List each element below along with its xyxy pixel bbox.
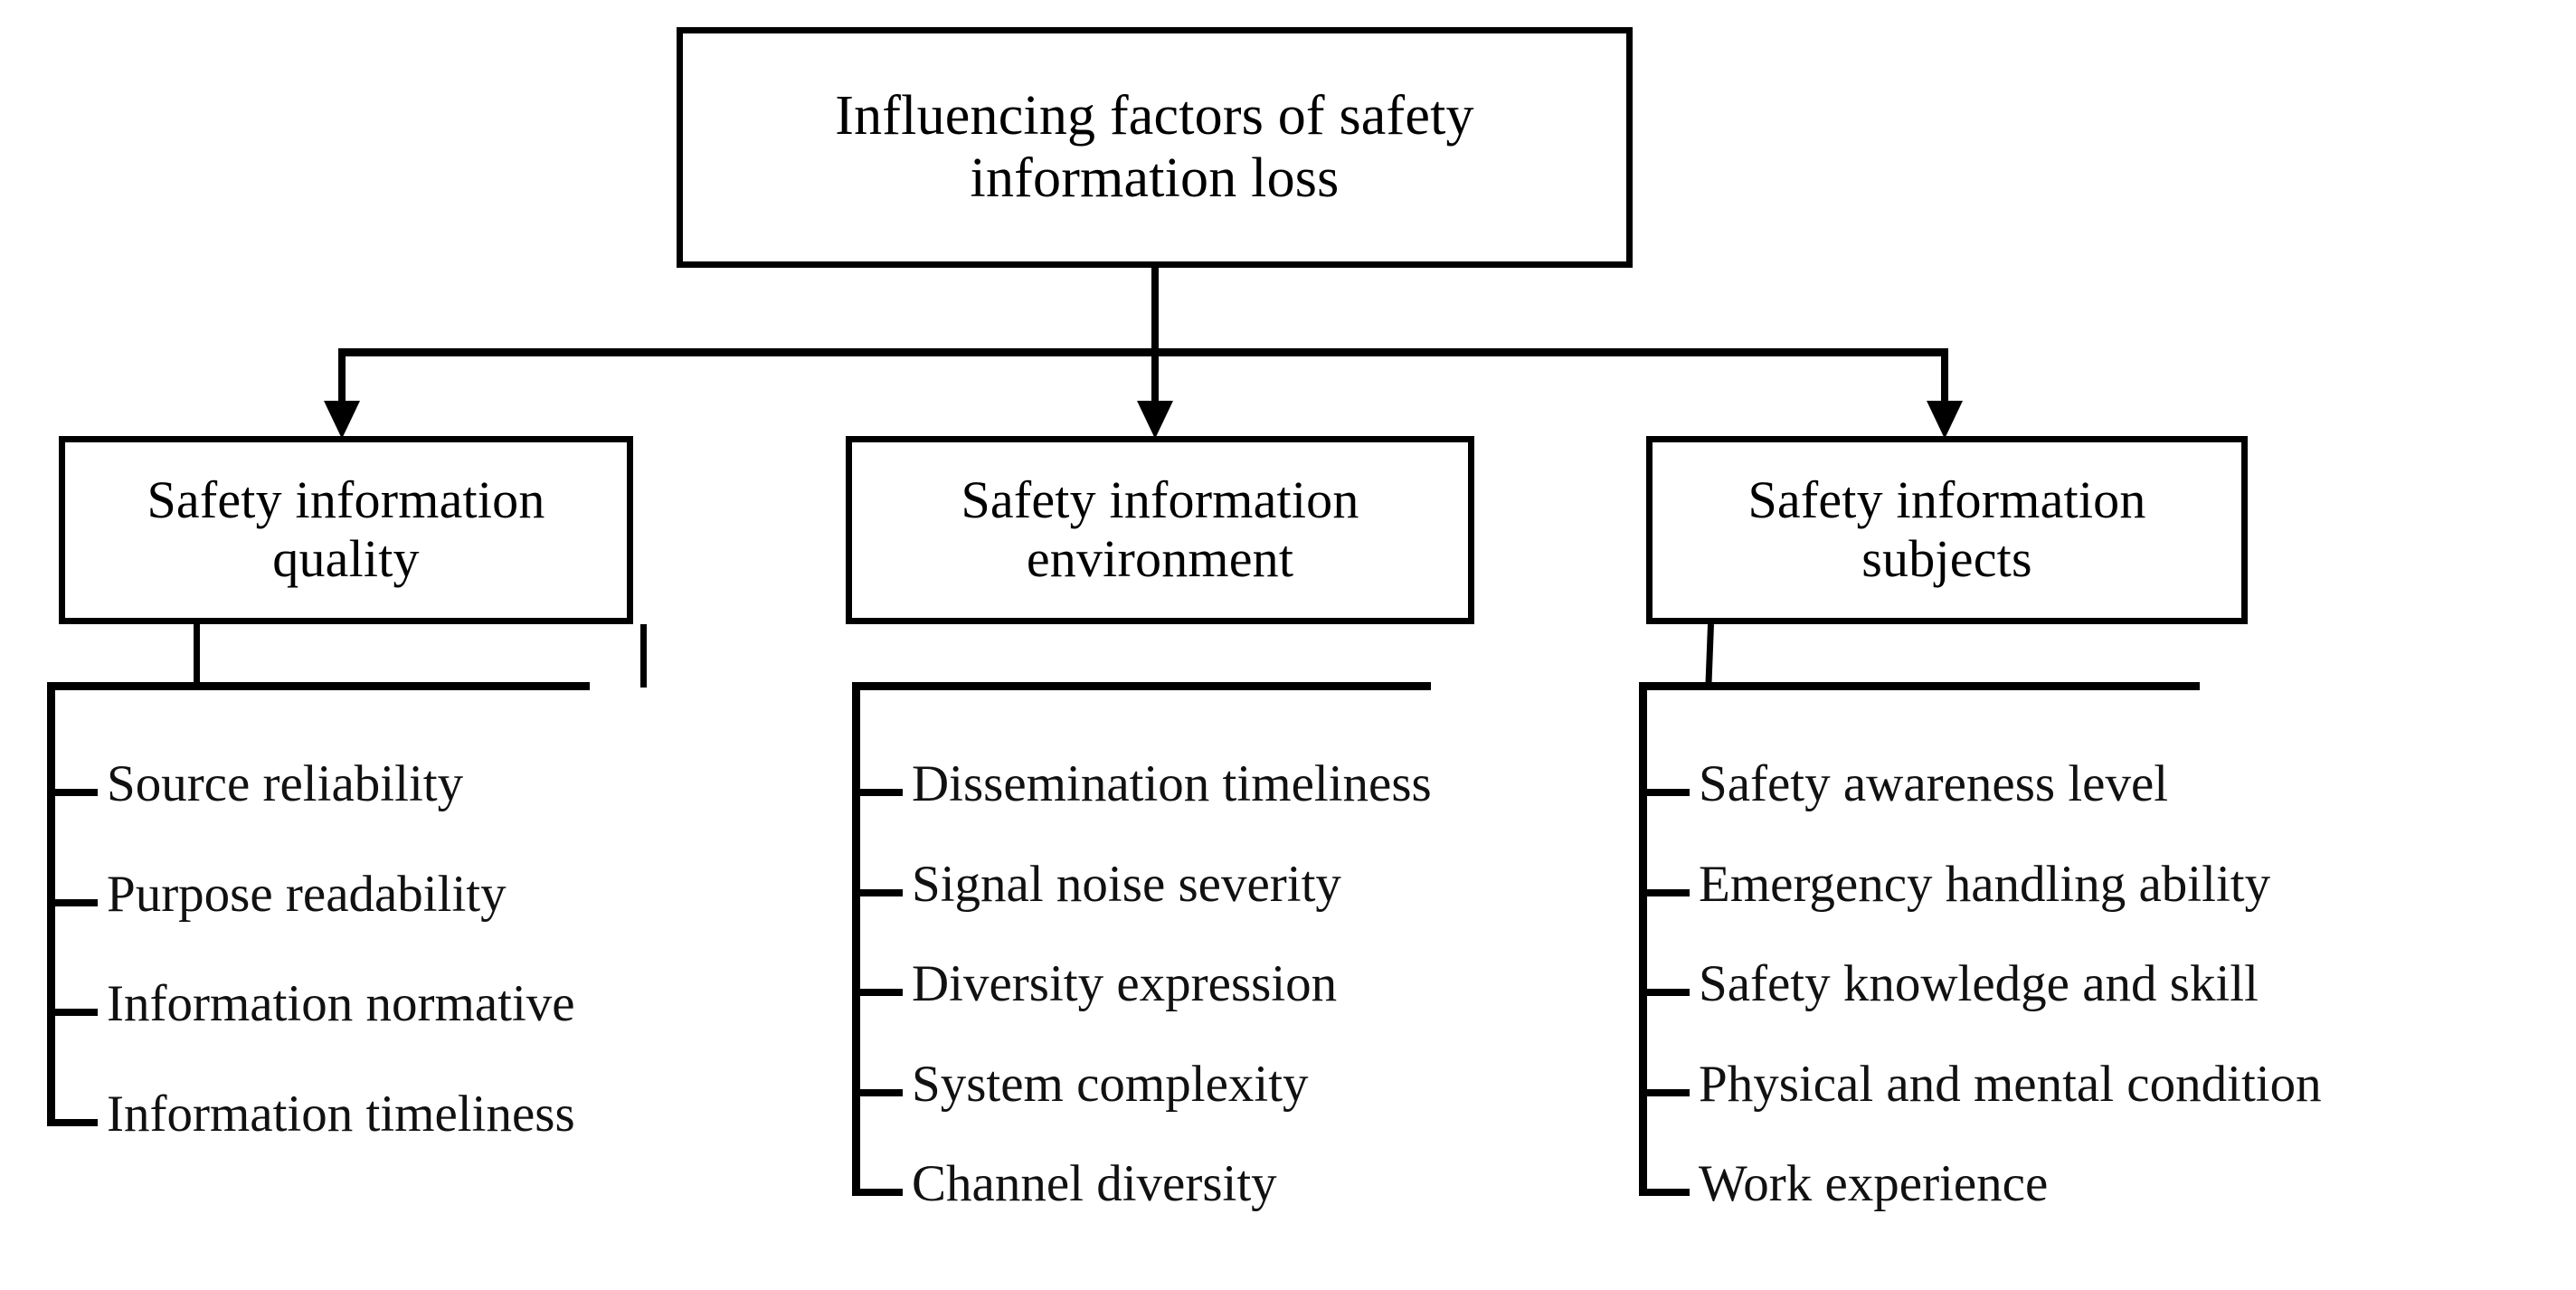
arrow-head-icon-quality bbox=[324, 401, 360, 439]
leaf-item-quality: Purpose readability bbox=[107, 865, 507, 923]
leaf-item-subjects: Emergency handling ability bbox=[1699, 855, 2271, 913]
leaf-tick-icon bbox=[1639, 789, 1690, 796]
leaf-item-subjects: Safety awareness level bbox=[1699, 755, 2169, 812]
bus-connector bbox=[338, 348, 1948, 356]
arrow-head-icon-subjects bbox=[1927, 401, 1963, 439]
category-node-label: Safety information quality bbox=[147, 470, 545, 588]
bracket-bar-subjects bbox=[1639, 682, 2200, 690]
category-node-label: Safety information subjects bbox=[1747, 470, 2146, 588]
leaf-item-quality: Information timeliness bbox=[107, 1085, 575, 1143]
leaf-tick-icon bbox=[1639, 888, 1690, 896]
arrow-head-icon-environment bbox=[1137, 401, 1173, 439]
leaf-tick-icon bbox=[1639, 1088, 1690, 1096]
leaf-tick-icon bbox=[852, 888, 903, 896]
leaf-item-environment: System complexity bbox=[912, 1055, 1309, 1113]
branch-connector-subjects bbox=[1941, 348, 1948, 404]
category-node-quality: Safety information quality bbox=[59, 436, 633, 624]
leaf-tick-icon bbox=[1639, 989, 1690, 996]
root-node: Influencing factors of safety informatio… bbox=[677, 27, 1633, 268]
category-node-label: Safety information environment bbox=[961, 470, 1359, 588]
leaf-tick-icon bbox=[47, 789, 98, 796]
leaf-tick-icon bbox=[852, 1189, 903, 1196]
leaf-item-environment: Channel diversity bbox=[912, 1155, 1277, 1212]
leaf-item-quality: Information normative bbox=[107, 975, 575, 1032]
leaf-tick-icon bbox=[852, 789, 903, 796]
leaf-item-subjects: Safety knowledge and skill bbox=[1699, 955, 2259, 1012]
leaf-item-subjects: Physical and mental condition bbox=[1699, 1055, 2322, 1113]
leaf-tick-icon bbox=[47, 1118, 98, 1126]
leaf-item-environment: Dissemination timeliness bbox=[912, 755, 1432, 812]
root-node-label: Influencing factors of safety informatio… bbox=[835, 84, 1474, 209]
bracket-spine-environment bbox=[852, 682, 860, 1196]
leaf-item-environment: Diversity expression bbox=[912, 955, 1338, 1012]
branch-connector-quality bbox=[338, 348, 346, 404]
leaf-tick-icon bbox=[47, 1009, 98, 1016]
leaf-tick-icon bbox=[852, 1088, 903, 1096]
leaf-tick-icon bbox=[47, 898, 98, 906]
leaf-tick-icon bbox=[852, 989, 903, 996]
leaf-item-subjects: Work experience bbox=[1699, 1155, 2049, 1212]
bracket-stem-subjects bbox=[1705, 623, 1714, 688]
leaf-item-quality: Source reliability bbox=[107, 755, 464, 812]
bracket-bar-quality bbox=[47, 682, 590, 690]
bracket-stem-environment bbox=[640, 624, 647, 688]
trunk-connector bbox=[1151, 268, 1159, 355]
leaf-tick-icon bbox=[1639, 1189, 1690, 1196]
category-node-environment: Safety information environment bbox=[846, 436, 1474, 624]
bracket-spine-subjects bbox=[1639, 682, 1647, 1196]
branch-connector-environment bbox=[1151, 348, 1159, 404]
bracket-stem-quality bbox=[194, 624, 200, 688]
bracket-bar-environment bbox=[852, 682, 1431, 690]
category-node-subjects: Safety information subjects bbox=[1646, 436, 2248, 624]
leaf-item-environment: Signal noise severity bbox=[912, 855, 1341, 913]
